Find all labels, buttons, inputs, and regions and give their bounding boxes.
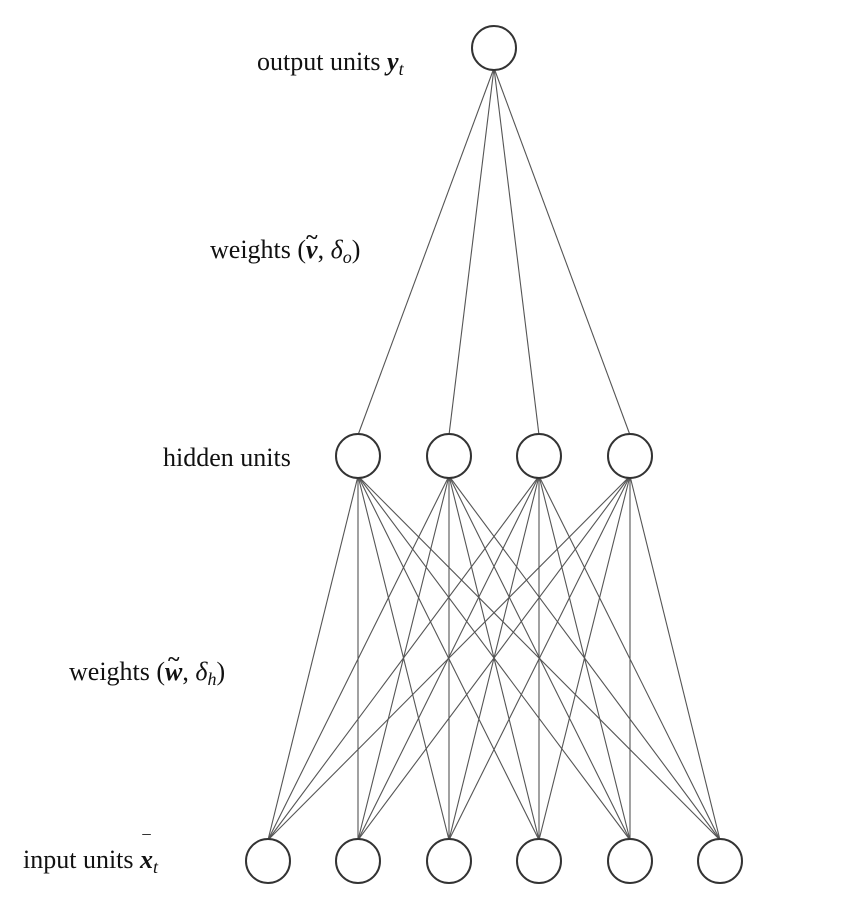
output-units-label: output units yt [257, 47, 404, 79]
edge-hidden-4-input-1 [267, 475, 631, 841]
input-units-label: input units ‾xt [23, 832, 159, 877]
edge-output-1-hidden-4 [493, 67, 631, 436]
edge-hidden-4-input-6 [629, 475, 721, 841]
edge-hidden-4-input-4 [538, 475, 631, 841]
bottom-weights-label: weights (~w, δh) [69, 646, 226, 689]
hidden-unit-node-3 [516, 433, 562, 479]
network-nodes [245, 25, 743, 884]
input-unit-node-6 [697, 838, 743, 884]
hidden-units-label: hidden units [163, 443, 291, 472]
network-edges [267, 67, 721, 841]
edge-hidden-2-input-1 [267, 475, 450, 841]
edge-hidden-4-input-2 [357, 475, 631, 841]
input-unit-node-2 [335, 838, 381, 884]
input-unit-node-4 [516, 838, 562, 884]
output-unit-node-1 [471, 25, 517, 71]
edge-hidden-4-input-3 [448, 475, 631, 841]
output-variable: y [387, 47, 399, 76]
hidden-unit-node-1 [335, 433, 381, 479]
hidden-unit-node-4 [607, 433, 653, 479]
top-weights-label: weights (~v, δo) [210, 224, 361, 267]
edge-hidden-3-input-1 [267, 475, 540, 841]
edge-output-1-hidden-1 [357, 67, 495, 436]
edge-output-1-hidden-2 [448, 67, 495, 436]
input-unit-node-3 [426, 838, 472, 884]
edge-hidden-1-input-1 [267, 475, 359, 841]
input-unit-node-1 [245, 838, 291, 884]
hidden-unit-node-2 [426, 433, 472, 479]
edge-output-1-hidden-3 [493, 67, 540, 436]
input-unit-node-5 [607, 838, 653, 884]
